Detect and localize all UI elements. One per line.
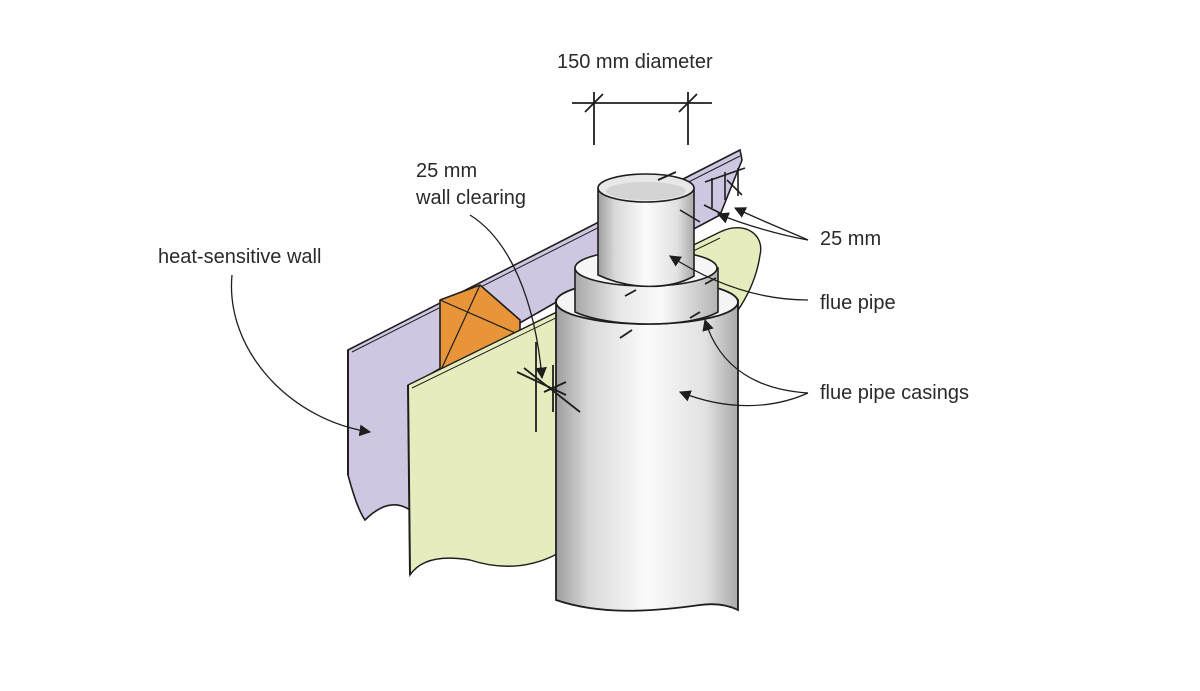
- diameter-label: 150 mm diameter: [557, 51, 713, 73]
- timber-block: [439, 284, 521, 374]
- flue-pipe-casings-label: flue pipe casings: [820, 382, 969, 404]
- outer-casing: [555, 279, 739, 612]
- flue-pipe: [597, 173, 695, 288]
- wall-clearing-label-line2: wall clearing: [415, 187, 526, 209]
- gap-label: 25 mm: [820, 228, 881, 250]
- diameter-dimension: [572, 92, 712, 145]
- wall-clearing-label-line1: 25 mm: [416, 160, 477, 182]
- gap-dimension: [679, 167, 746, 223]
- wall-clearing-dimension: [516, 342, 581, 432]
- flue-pipe-label: flue pipe: [820, 292, 896, 314]
- heat-sensitive-wall-label: heat-sensitive wall: [158, 246, 321, 268]
